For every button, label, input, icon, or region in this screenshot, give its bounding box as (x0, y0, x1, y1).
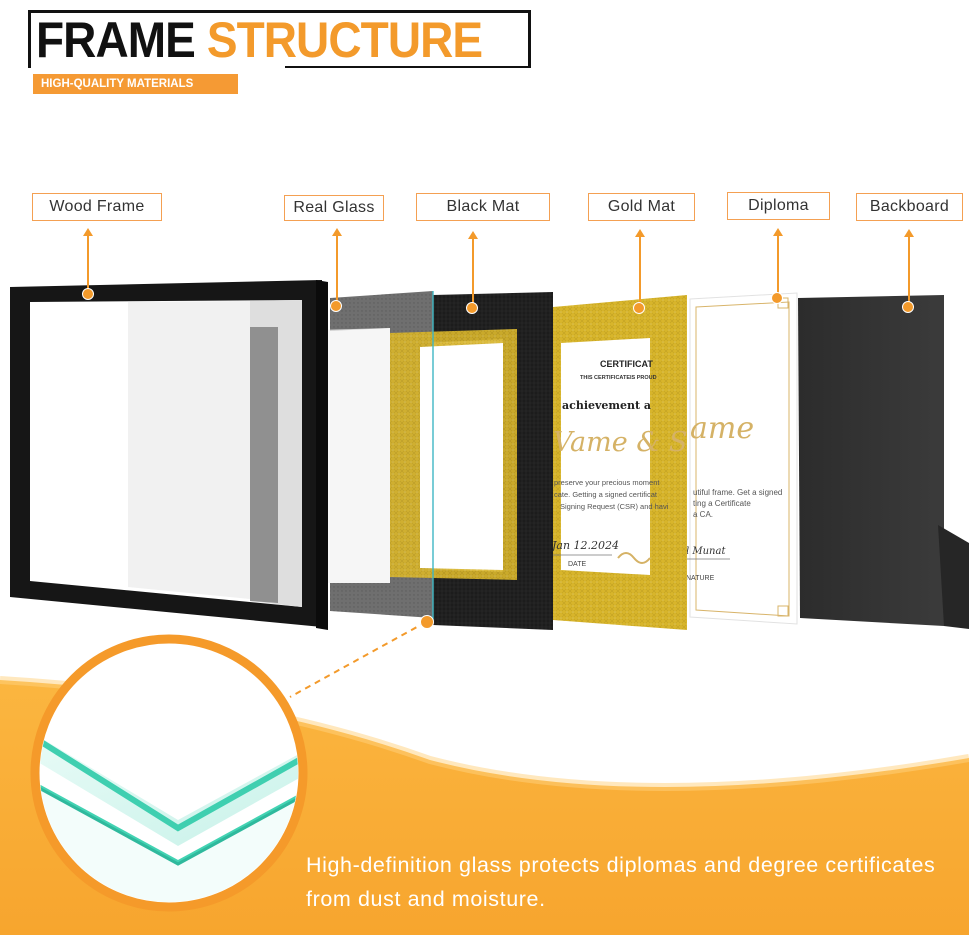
diploma-name-script: ame (690, 411, 754, 446)
backboard-layer (798, 295, 969, 629)
materials-tag: HIGH-QUALITY MATERIALS (33, 74, 238, 94)
marker-dot-icon (902, 301, 914, 313)
certificate-achievement: achievement a (562, 399, 651, 412)
label-diploma: Diploma (727, 192, 830, 220)
title-rule (285, 66, 531, 68)
connector-gold-mat (639, 233, 641, 304)
svg-text:cate. Getting a signed certifi: cate. Getting a signed certificat (554, 490, 658, 499)
marker-dot-icon (771, 292, 783, 304)
svg-text:l Munat: l Munat (686, 546, 726, 557)
marker-dot-icon (330, 300, 342, 312)
svg-text:Signing Request (CSR) and havi: Signing Request (CSR) and havi (560, 502, 669, 511)
arrow-up-icon (904, 229, 914, 237)
glass-marker-dot-icon (420, 615, 434, 629)
title-box (28, 10, 531, 68)
certificate-heading: CERTIFICAT (600, 359, 653, 369)
arrow-up-icon (773, 228, 783, 236)
diploma-layer: ame utiful frame. Get a signed ting a Ce… (684, 292, 798, 625)
connector-real-glass (336, 232, 338, 302)
title-word-structure: STRUCTURE (206, 12, 483, 68)
label-gold-mat: Gold Mat (588, 193, 695, 221)
label-real-glass: Real Glass (284, 195, 384, 221)
connector-wood-frame (87, 232, 89, 289)
certificate-date: Jan 12.2024 (550, 539, 619, 552)
svg-text:ting a Certificate: ting a Certificate (693, 499, 751, 508)
arrow-up-icon (332, 228, 342, 236)
svg-text:Vame & S: Vame & S (553, 427, 687, 458)
svg-text:preserve your precious moment: preserve your precious moment (554, 478, 660, 487)
gold-mat-layer: CERTIFICAT THIS CERTIFICATEIS PROUD achi… (550, 295, 687, 630)
connector-black-mat (472, 235, 474, 305)
arrow-up-icon (635, 229, 645, 237)
label-wood-frame: Wood Frame (32, 193, 162, 221)
arrow-up-icon (468, 231, 478, 239)
arrow-up-icon (83, 228, 93, 236)
title-word-frame: FRAME (36, 12, 196, 68)
certificate-subheading: THIS CERTIFICATEIS PROUD (580, 375, 657, 381)
magnifier-leader (289, 621, 427, 698)
page-title: FRAME STRUCTURE (36, 12, 483, 68)
marker-dot-icon (82, 288, 94, 300)
marker-dot-icon (633, 302, 645, 314)
svg-text:NATURE: NATURE (686, 575, 715, 582)
frame-layers-illustration: ame utiful frame. Get a signed ting a Ce… (10, 280, 969, 630)
certificate-date-label: DATE (568, 561, 586, 568)
svg-text:utiful frame. Get a signed: utiful frame. Get a signed (693, 488, 782, 497)
glass-caption: High-definition glass protects diplomas … (306, 853, 936, 911)
label-backboard: Backboard (856, 193, 963, 221)
connector-diploma (777, 232, 779, 294)
wood-frame-layer (10, 280, 328, 630)
glass-edge-magnifier (30, 634, 308, 912)
marker-dot-icon (466, 302, 478, 314)
svg-text:a CA.: a CA. (693, 510, 713, 519)
label-black-mat: Black Mat (416, 193, 550, 221)
connector-backboard (908, 233, 910, 303)
